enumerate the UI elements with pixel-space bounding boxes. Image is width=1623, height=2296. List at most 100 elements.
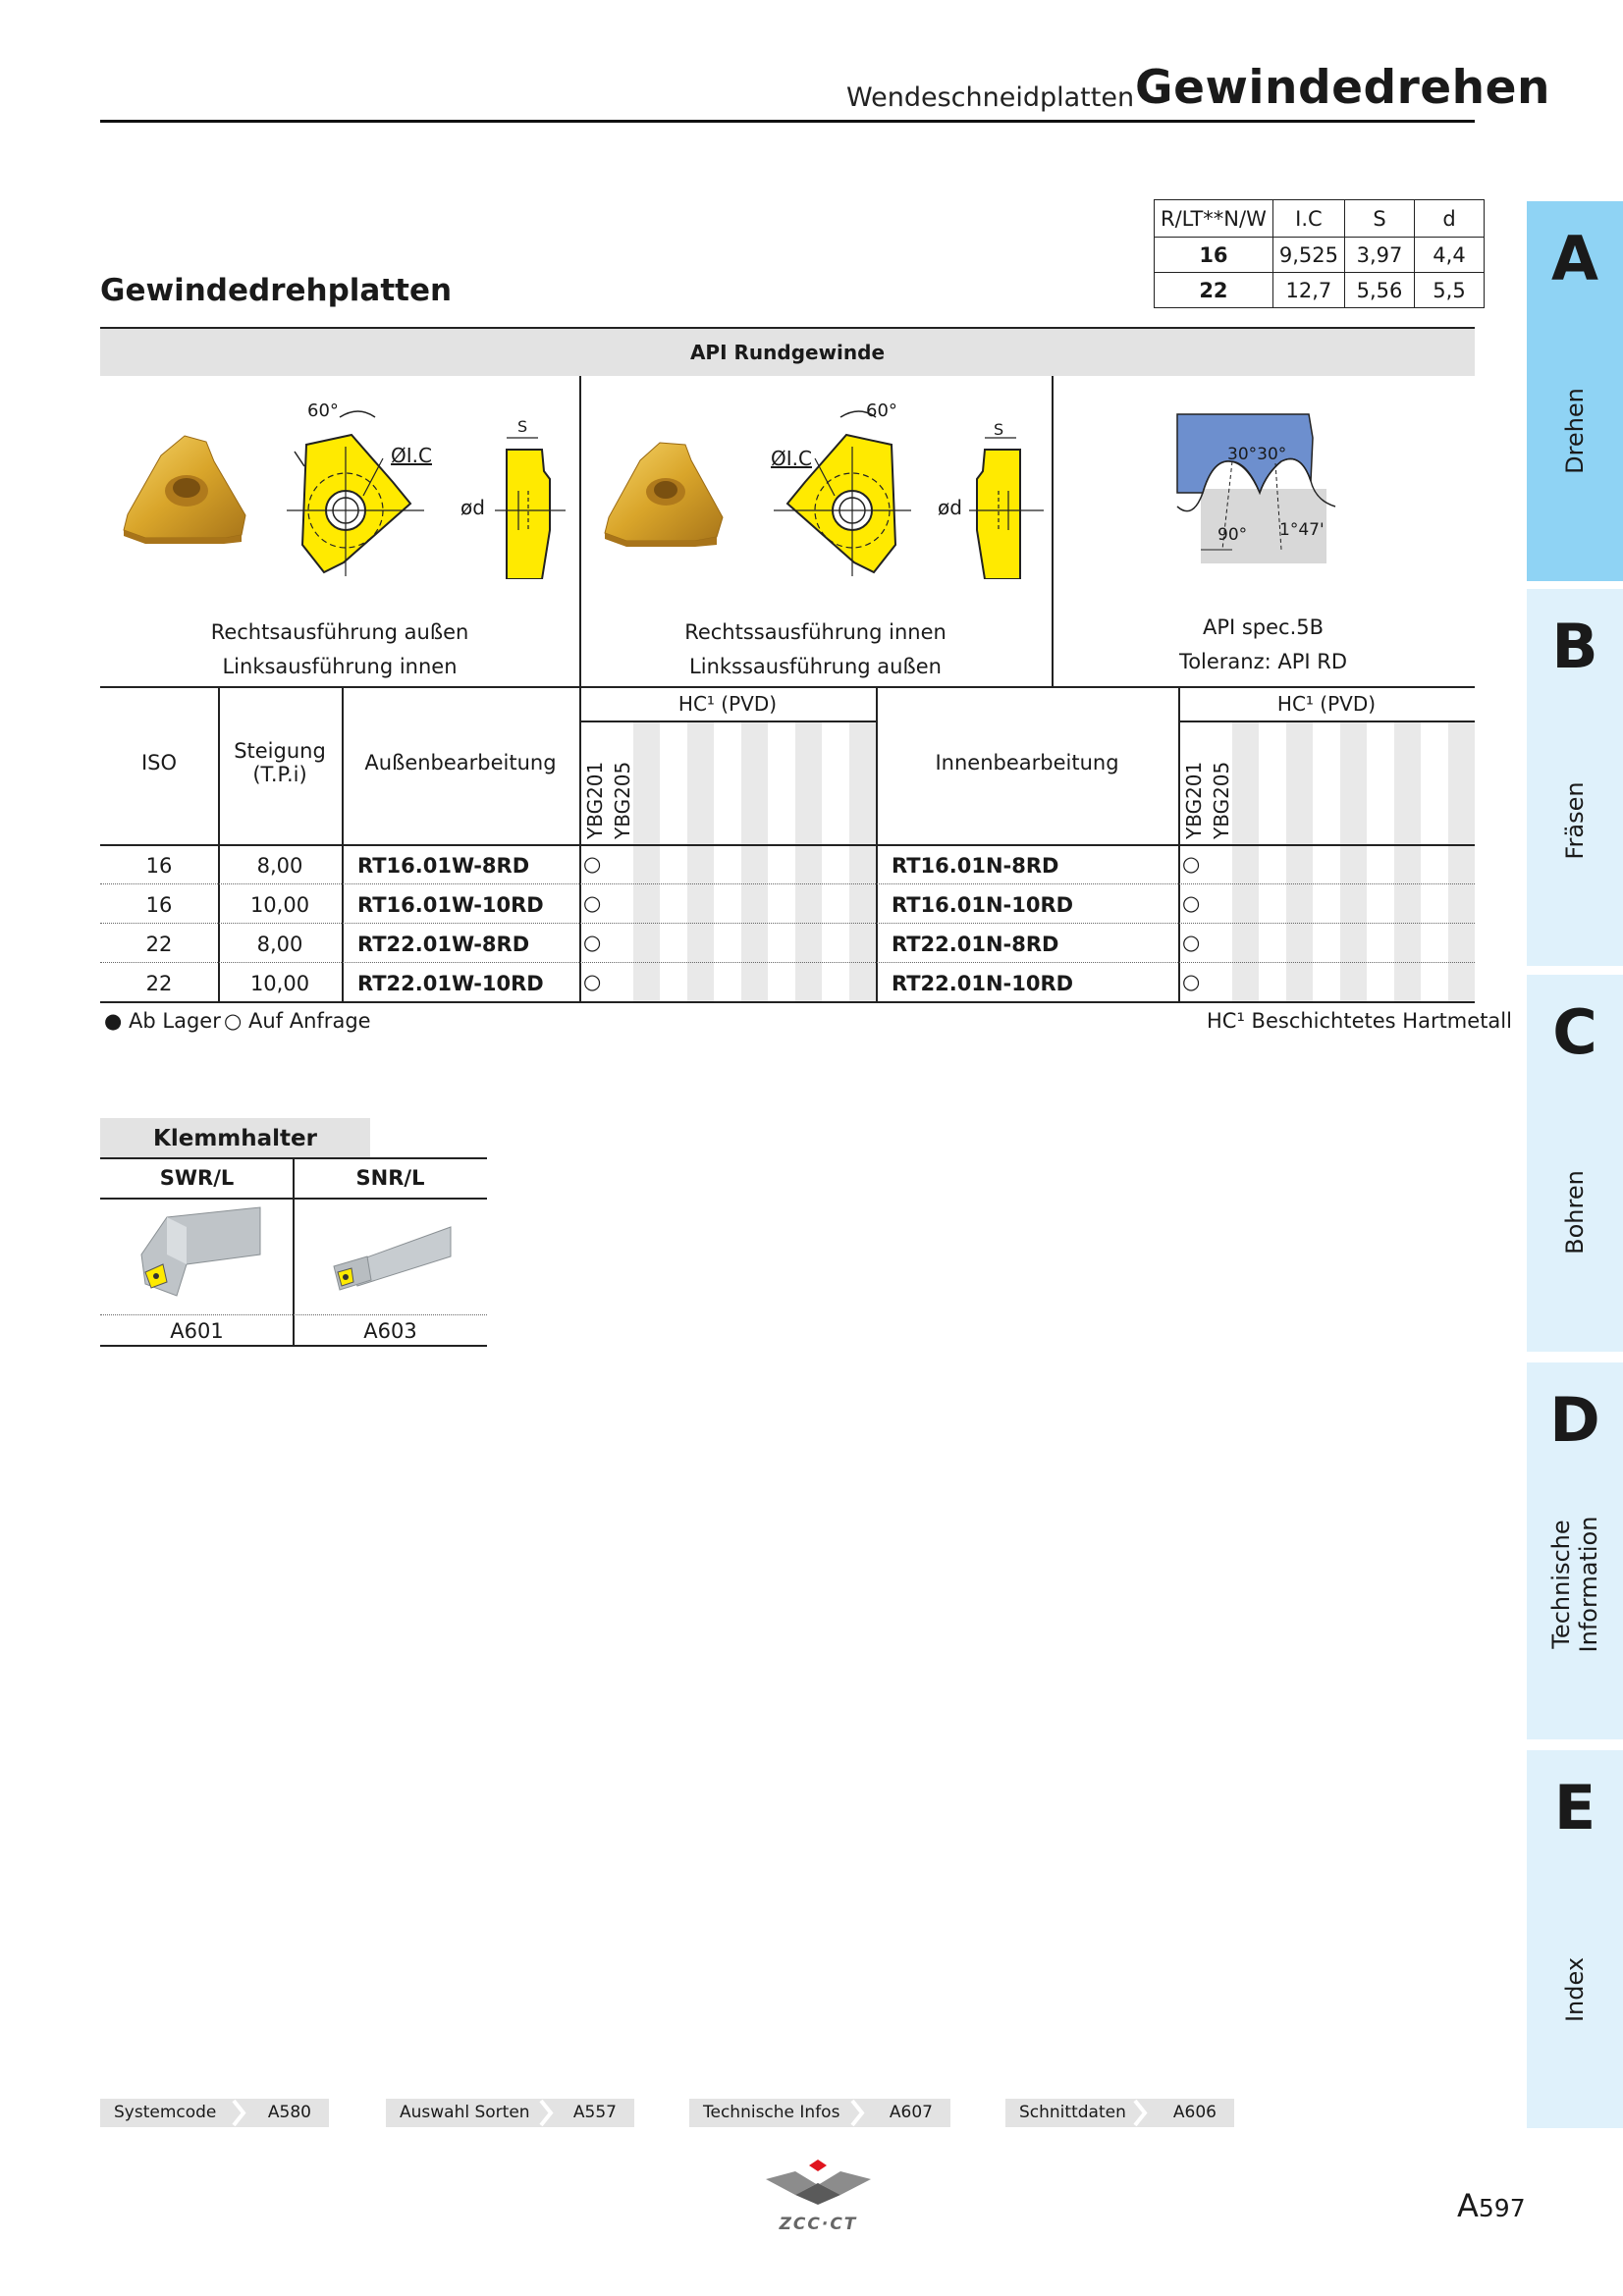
holder-page-ref[interactable]: A603 — [363, 1319, 417, 1343]
tab-technische-information[interactable]: D Technische Information — [1527, 1362, 1623, 1739]
profile-147-label: 1°47' — [1279, 520, 1325, 540]
footer-link-schnittdaten[interactable]: Schnittdaten A606 — [1005, 2099, 1234, 2127]
dims-header: d — [1413, 199, 1485, 238]
dims-row: 22 12,7 5,56 5,5 — [1154, 272, 1485, 308]
cell-availability: ○ — [583, 852, 602, 876]
dims-header: R/LT**N/W — [1154, 199, 1273, 238]
dims-row: 16 9,525 3,97 4,4 — [1154, 237, 1485, 273]
logo-text: ZCC·CT — [779, 2215, 858, 2234]
page-number: A597 — [1457, 2187, 1526, 2224]
tab-letter: A — [1551, 223, 1598, 294]
holder-snr-image — [333, 1226, 452, 1291]
dims-header: I.C — [1271, 199, 1345, 238]
footer-link-label: Schnittdaten — [1019, 2103, 1126, 2122]
legend-stock: ● Ab Lager — [104, 1009, 221, 1033]
insert-3d-external-image — [123, 435, 246, 544]
klemm-dotted-rule — [100, 1314, 487, 1315]
cell-external-code: RT16.01W-8RD — [357, 854, 530, 878]
tab-index[interactable]: E Index — [1527, 1750, 1623, 2128]
dims-cell: 5,56 — [1343, 272, 1415, 308]
col-header-pitch-line: (T.P.i) — [252, 763, 307, 786]
page-prefix: A — [1457, 2187, 1479, 2224]
col-header-iso: ISO — [140, 751, 178, 774]
dims-header: S — [1343, 199, 1415, 238]
footer-link-page: A557 — [572, 2103, 617, 2122]
cell-iso: 16 — [145, 854, 173, 878]
insert-side-view-diagram — [969, 437, 1044, 579]
dims-header-row: R/LT**N/W I.C S d — [1154, 199, 1485, 238]
cell-internal-code: RT22.01N-8RD — [892, 933, 1059, 956]
footer-link-auswahl-sorten[interactable]: Auswahl Sorten A557 — [386, 2099, 634, 2127]
row-divider — [100, 923, 1475, 924]
profile-angle-label: 30°30° — [1227, 445, 1287, 464]
klemm-divider — [293, 1157, 295, 1346]
thread-profile-diagram — [1176, 413, 1336, 563]
header-rule — [100, 120, 1475, 123]
cell-external-code: RT22.01W-8RD — [357, 933, 530, 956]
tab-label: Index — [1561, 1956, 1589, 2023]
grade-stripe — [849, 721, 876, 1002]
footer-link-systemcode[interactable]: Systemcode A580 — [100, 2099, 329, 2127]
tab-fraesen[interactable]: B Fräsen — [1527, 589, 1623, 966]
col-header-external: Außenbearbeitung — [364, 751, 557, 774]
klemm-bottom-rule — [100, 1345, 487, 1347]
section-title: Gewindedrehplatten — [100, 273, 453, 308]
chevron-right-icon — [539, 2099, 554, 2127]
grade-stripe — [1340, 721, 1367, 1002]
tab-label-line: Information — [1575, 1516, 1602, 1653]
chevron-right-icon — [1133, 2099, 1148, 2127]
cell-availability: ○ — [583, 891, 602, 915]
s-label: S — [517, 417, 528, 436]
divider — [1052, 376, 1054, 686]
chevron-right-icon — [232, 2099, 246, 2127]
profile-90-label: 90° — [1217, 525, 1248, 545]
chevron-right-icon — [850, 2099, 865, 2127]
tab-drehen[interactable]: A Drehen — [1527, 201, 1623, 581]
grade-header-vertical: YBG205 — [1210, 761, 1233, 839]
cell-iso: 22 — [145, 933, 173, 956]
grade-stripe — [741, 721, 768, 1002]
grade-stripe — [1448, 721, 1475, 1002]
insert-3d-internal-image — [604, 442, 724, 547]
caption-line: Rechtsausführung außen — [210, 620, 469, 644]
caption-external: Rechtsausführung außen Linksausführung i… — [100, 615, 579, 684]
tab-letter: B — [1551, 611, 1598, 682]
s-label: S — [994, 420, 1004, 439]
tab-label: Bohren — [1561, 1170, 1589, 1255]
dims-cell: 3,97 — [1343, 237, 1415, 273]
caption-internal: Rechtssausführung innen Linkssausführung… — [579, 615, 1052, 684]
grade-group-rule — [1178, 721, 1475, 722]
tab-bohren[interactable]: C Bohren — [1527, 975, 1623, 1352]
caption-api: API spec.5B Toleranz: API RD — [1052, 611, 1475, 679]
ic-label: ØI.C — [391, 444, 432, 467]
holder-page-ref[interactable]: A601 — [170, 1319, 224, 1343]
grade-stripe — [795, 721, 822, 1002]
cell-pitch: 8,00 — [256, 933, 303, 956]
grade-stripe — [633, 721, 660, 1002]
tab-letter: D — [1549, 1384, 1600, 1456]
footer-link-label: Auswahl Sorten — [400, 2103, 530, 2122]
grade-group-header: HC¹ (PVD) — [677, 692, 778, 716]
dimensions-table: R/LT**N/W I.C S d 16 9,525 3,97 4,4 22 1… — [1154, 199, 1485, 308]
page-num: 597 — [1478, 2194, 1526, 2222]
cell-availability: ○ — [583, 970, 602, 993]
grade-group-header: HC¹ (PVD) — [1276, 692, 1377, 716]
header-bottom-rule — [100, 844, 1475, 846]
ic-label: ØI.C — [771, 447, 812, 470]
dims-cell: 4,4 — [1413, 237, 1485, 273]
cell-availability: ○ — [1182, 891, 1201, 915]
cell-internal-code: RT16.01N-8RD — [892, 854, 1059, 878]
caption-line: API spec.5B — [1202, 615, 1325, 639]
cell-pitch: 8,00 — [256, 854, 303, 878]
grade-header-vertical: YBG201 — [583, 761, 607, 839]
footer-link-technische-infos[interactable]: Technische Infos A607 — [689, 2099, 950, 2127]
cell-internal-code: RT22.01N-10RD — [892, 972, 1074, 995]
holder-type-swr: SWR/L — [159, 1166, 235, 1190]
d-label: ød — [460, 496, 485, 519]
insert-front-view-diagram — [774, 410, 911, 576]
api-band: API Rundgewinde — [100, 329, 1475, 376]
col-header-pitch-line: Steigung — [234, 739, 326, 763]
footer-link-page: A607 — [889, 2103, 933, 2122]
cell-pitch: 10,00 — [249, 893, 310, 917]
grade-group-rule — [579, 721, 876, 722]
